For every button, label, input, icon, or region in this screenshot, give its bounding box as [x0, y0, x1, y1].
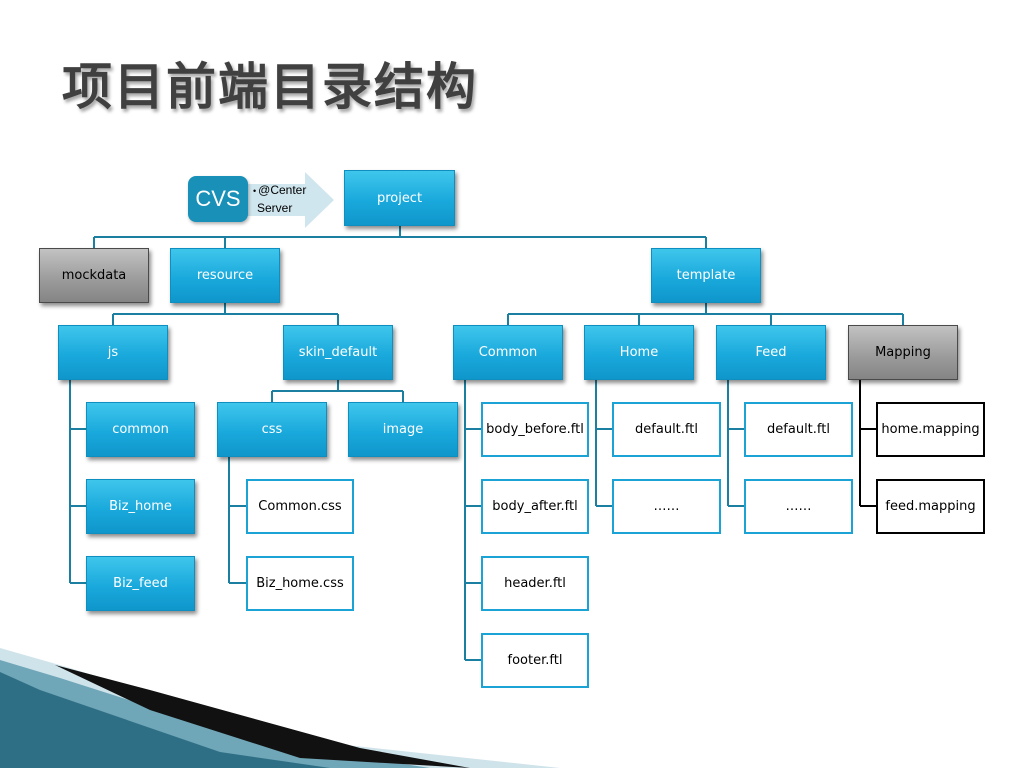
node-home-ellipsis[interactable]: …… [612, 479, 721, 534]
node-home-default-ftl[interactable]: default.ftl [612, 402, 721, 457]
node-mapping[interactable]: Mapping [848, 325, 958, 380]
node-body-after-ftl[interactable]: body_after.ftl [481, 479, 589, 534]
node-image[interactable]: image [348, 402, 458, 457]
node-js[interactable]: js [58, 325, 168, 380]
node-header-ftl[interactable]: header.ftl [481, 556, 589, 611]
node-common-css[interactable]: Common.css [246, 479, 354, 534]
node-template[interactable]: template [651, 248, 761, 303]
node-feed-mapping[interactable]: feed.mapping [876, 479, 985, 534]
node-footer-ftl[interactable]: footer.ftl [481, 633, 589, 688]
node-feed-ellipsis[interactable]: …… [744, 479, 853, 534]
node-biz-home-css[interactable]: Biz_home.css [246, 556, 354, 611]
node-js-biz-feed[interactable]: Biz_feed [86, 556, 195, 611]
node-common-template[interactable]: Common [453, 325, 563, 380]
slide-title: 项目前端目录结构 [62, 58, 478, 116]
node-home[interactable]: Home [584, 325, 694, 380]
node-feed-default-ftl[interactable]: default.ftl [744, 402, 853, 457]
cvs-note-line2: Server [257, 201, 293, 215]
node-mockdata[interactable]: mockdata [39, 248, 149, 303]
node-js-common[interactable]: common [86, 402, 195, 457]
node-resource[interactable]: resource [170, 248, 280, 303]
node-css[interactable]: css [217, 402, 327, 457]
node-skin-default[interactable]: skin_default [283, 325, 393, 380]
cvs-badge: CVS [188, 176, 248, 222]
cvs-note-line1: @Center [258, 183, 307, 197]
node-js-biz-home[interactable]: Biz_home [86, 479, 195, 534]
node-project[interactable]: project [344, 170, 455, 226]
node-home-mapping[interactable]: home.mapping [876, 402, 985, 457]
node-feed[interactable]: Feed [716, 325, 826, 380]
cvs-note: •@Center Server [253, 183, 307, 215]
node-body-before-ftl[interactable]: body_before.ftl [481, 402, 589, 457]
